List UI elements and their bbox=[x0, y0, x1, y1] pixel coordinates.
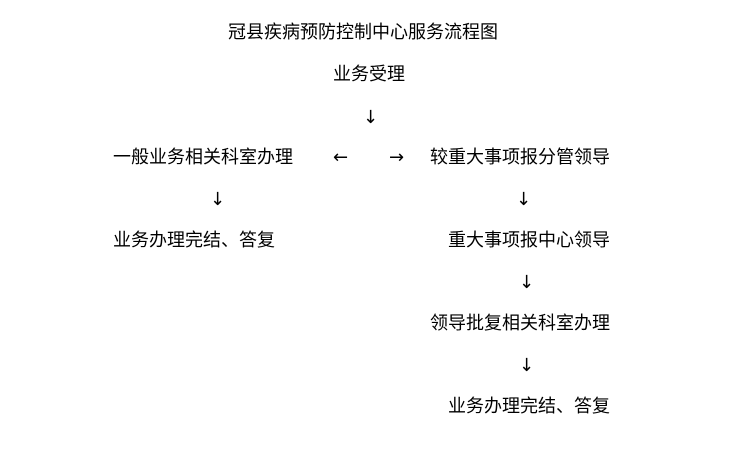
arrow-down-icon: ↓ bbox=[519, 272, 535, 293]
page-title: 冠县疾病预防控制中心服务流程图 bbox=[228, 22, 498, 43]
arrow-down-icon: ↓ bbox=[519, 355, 535, 376]
arrow-down-icon: ↓ bbox=[516, 189, 532, 210]
node-right-branch: 较重大事项报分管领导 bbox=[430, 147, 610, 168]
node-start: 业务受理 bbox=[333, 64, 405, 85]
arrow-right-icon: → bbox=[389, 147, 405, 168]
node-left-branch: 一般业务相关科室办理 bbox=[113, 147, 293, 168]
node-right-step2: 重大事项报中心领导 bbox=[448, 230, 610, 251]
node-left-end: 业务办理完结、答复 bbox=[113, 230, 275, 251]
arrow-down-icon: ↓ bbox=[210, 189, 226, 210]
node-right-step3: 领导批复相关科室办理 bbox=[430, 313, 610, 334]
arrow-down-icon: ↓ bbox=[363, 107, 379, 128]
arrow-left-icon: ← bbox=[333, 147, 349, 168]
node-right-end: 业务办理完结、答复 bbox=[448, 396, 610, 417]
